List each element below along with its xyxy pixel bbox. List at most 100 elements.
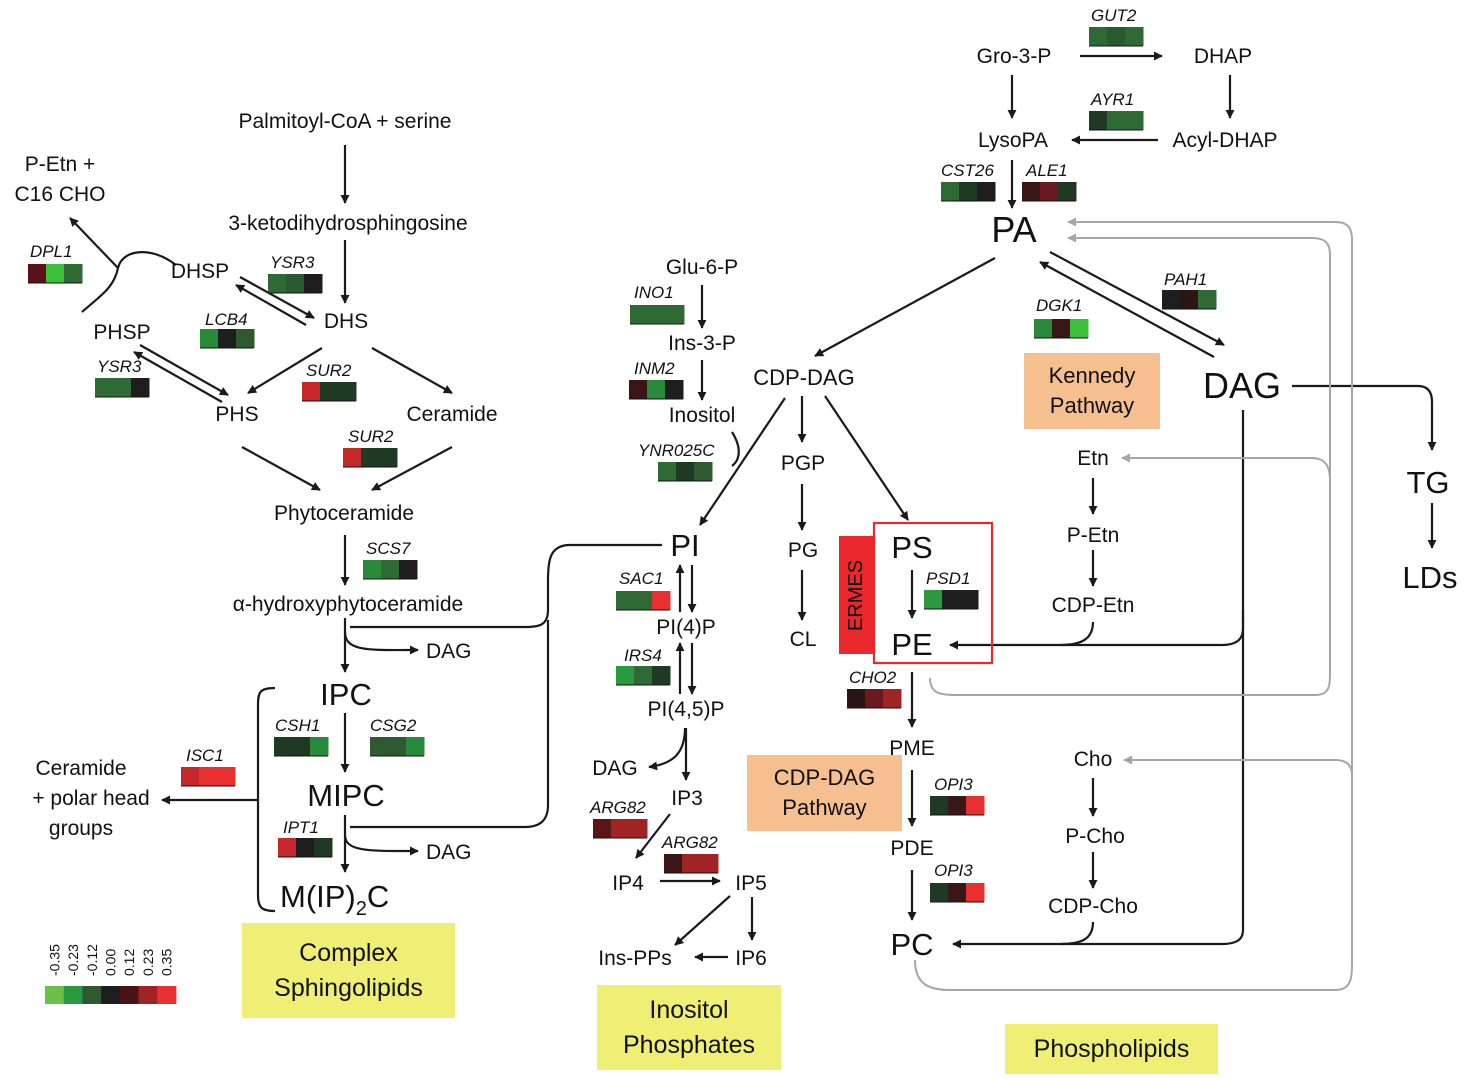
heatmap-cell [274, 737, 293, 756]
arrow-dag-to-tg [1292, 384, 1437, 451]
gene-label: OPI3 [934, 861, 973, 880]
gene-sur2-heatmap: SUR2 [302, 361, 357, 402]
heatmap-cell [361, 448, 380, 467]
gene-cho2-heatmap: CHO2 [847, 668, 902, 709]
gene-ale1-heatmap: ALE1 [1022, 161, 1077, 202]
heatmap-cell [1052, 319, 1071, 338]
gene-sac1-heatmap: SAC1 [616, 569, 671, 611]
gene-label: LCB4 [205, 310, 248, 329]
legend-swatch [157, 986, 177, 1004]
gene-label: YSR3 [270, 253, 315, 272]
gene-label: SCS7 [366, 539, 411, 558]
heatmap-cell [46, 264, 65, 283]
metabolite-acyl-dhap: Acyl-DHAP [1172, 129, 1277, 152]
complex-line2: Sphingolipids [274, 973, 423, 1002]
inositol-to-pi-curve [731, 431, 740, 467]
heatmap-cell [1034, 319, 1053, 338]
heatmap-cell [664, 854, 683, 873]
cdpdag-line1: CDP-DAG [773, 765, 876, 791]
heatmap-cell [652, 591, 671, 610]
heatmap-cell [320, 382, 339, 401]
phospholipids-box: Phospholipids [1005, 1024, 1218, 1074]
gene-inm2-heatmap: INM2 [629, 359, 684, 400]
gene-label: YSR3 [97, 357, 142, 376]
heatmap-cell [616, 666, 635, 685]
heatmap-cell [930, 883, 949, 902]
heatmap-cell [941, 182, 960, 201]
arrows [69, 51, 1437, 962]
heatmap-cell [966, 883, 985, 902]
complex-line1: Complex [299, 938, 398, 967]
gene-label: CSG2 [370, 716, 417, 735]
legend-swatch [101, 986, 121, 1004]
heatmap-cell [296, 838, 315, 857]
metabolite-cho: Cho [1074, 748, 1113, 771]
legend-swatch [82, 986, 102, 1004]
metabolite-mip2c: M(IP)2C [280, 879, 389, 920]
arrow-ip3-to-ip4 [635, 813, 671, 859]
gene-label: SUR2 [348, 427, 394, 446]
gene-label: DGK1 [1036, 296, 1082, 315]
complex-sphingo-brace [256, 686, 276, 913]
heatmap-cell [370, 737, 389, 756]
heatmap-cell [1107, 27, 1126, 46]
heatmap-cell [865, 689, 884, 708]
legend-swatch [138, 986, 158, 1004]
heatmap-cell [131, 378, 150, 397]
metabolite-alpha-hydroxyphytoceramide: α-hydroxyphytoceramide [233, 593, 463, 616]
heatmap-cell [966, 796, 985, 815]
metabolite-pi4p: PI(4)P [656, 616, 716, 639]
gene-label: CST26 [941, 161, 994, 180]
heatmap-cell [942, 590, 961, 609]
metabolite-ceramide-polar-line1: Ceramide [35, 757, 126, 780]
heatmap-cell [406, 737, 425, 756]
metabolite-dag-mipc: DAG [426, 841, 472, 864]
metabolite-cl: CL [790, 628, 817, 651]
metabolite-ceramide-polar-line2: + polar head [32, 787, 149, 810]
metabolite-inositol: Inositol [669, 404, 736, 427]
arrow-ipc-dag [343, 631, 419, 655]
metabolite-pg: PG [788, 539, 818, 562]
metabolite-ins-pps: Ins-PPs [598, 947, 672, 970]
metabolite-ip4: IP4 [612, 872, 644, 895]
heatmap-cell [1089, 111, 1108, 130]
heatmap-cell [948, 796, 967, 815]
gene-psd1-heatmap: PSD1 [924, 569, 979, 610]
gene-ynr025c-heatmap: YNR025C [638, 441, 715, 482]
legend-tick: 0.35 [159, 949, 175, 976]
metabolite-gro3p: Gro-3-P [977, 45, 1052, 68]
heatmap-cell [665, 380, 684, 399]
arrow-dag-to-pc [1062, 610, 1245, 946]
gray-to-etn [1121, 453, 1331, 481]
heatmap-cell [648, 305, 667, 324]
heatmap-cell [1125, 111, 1144, 130]
heatmap-cell [217, 767, 236, 786]
gene-pah1-heatmap: PAH1 [1162, 270, 1217, 310]
legend-tick: 0.00 [102, 949, 118, 976]
heatmap-cell [1089, 27, 1108, 46]
metabolite-pi45p: PI(4,5)P [647, 698, 724, 721]
heatmap-cell [304, 274, 323, 293]
gene-isc1-heatmap: ISC1 [181, 746, 236, 787]
heatmap-cell [28, 264, 47, 283]
metabolite-phsp: PHSP [93, 321, 150, 344]
inositol-line2: Phosphates [622, 1030, 756, 1059]
gene-label: ARG82 [661, 833, 718, 852]
gene-dgk1-heatmap: DGK1 [1034, 296, 1089, 339]
metabolite-ceramide-polar-line3: groups [49, 817, 113, 840]
arrow-phs-to-phsp [133, 351, 223, 403]
heatmap-cell [1107, 111, 1126, 130]
metabolite-dhs: DHS [324, 310, 368, 333]
legend-tick: 0.12 [121, 949, 137, 976]
metabolite-ketodihydrosphingosine: 3-ketodihydrosphingosine [228, 212, 467, 235]
gene-label: AYR1 [1090, 90, 1134, 109]
arrow-ip5-to-insspps [674, 895, 731, 946]
gene-ino1-heatmap: INO1 [630, 283, 685, 325]
gene-sur2-heatmap: SUR2 [343, 427, 398, 468]
gene-label: DPL1 [30, 242, 73, 261]
gene-label: PAH1 [1164, 270, 1207, 289]
dpl1-brace [81, 250, 177, 313]
gene-ysr3-heatmap: YSR3 [95, 357, 150, 398]
